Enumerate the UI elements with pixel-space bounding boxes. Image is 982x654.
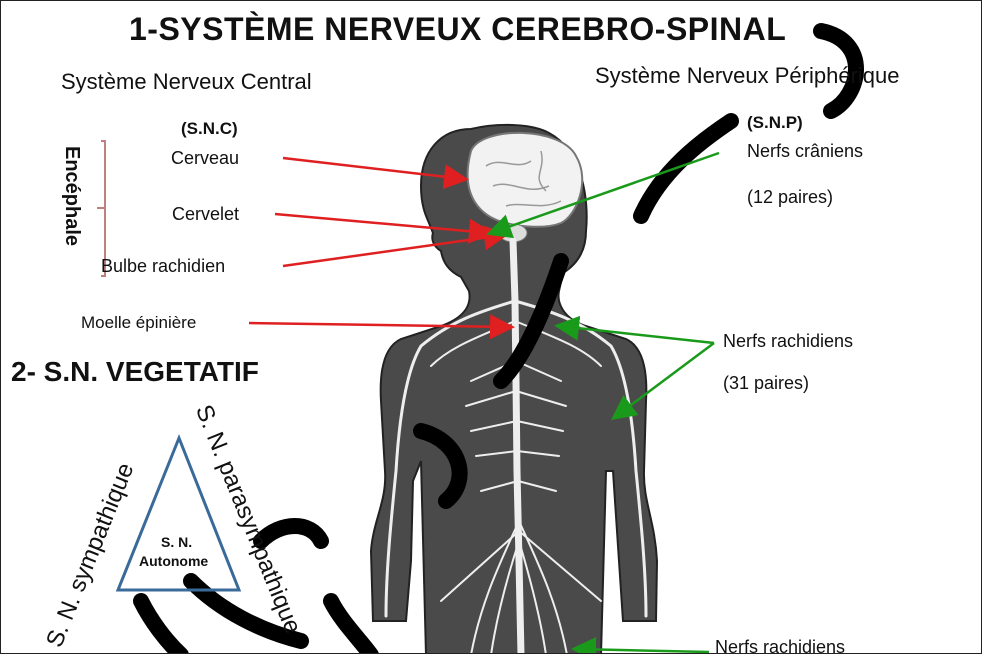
- triangle-center-line2: Autonome: [139, 553, 208, 569]
- cranial-nerves-label: Nerfs crâniens: [747, 141, 863, 162]
- cranial-nerves-count: (12 paires): [747, 187, 833, 208]
- spinal-nerves-count: (31 paires): [723, 373, 809, 394]
- part-bulbe: Bulbe rachidien: [101, 256, 225, 277]
- part-moelle: Moelle épinière: [81, 313, 196, 333]
- central-abbr: (S.N.C): [181, 119, 238, 139]
- central-heading: Système Nerveux Central: [61, 69, 312, 95]
- triangle-center-line1: S. N.: [161, 534, 192, 550]
- spinal-nerves-lower-label: Nerfs rachidiens: [715, 637, 845, 654]
- part-cerveau: Cerveau: [171, 148, 239, 169]
- peripheral-heading: Système Nerveux Périphérique: [595, 63, 899, 89]
- peripheral-abbr: (S.N.P): [747, 113, 803, 133]
- spinal-nerves-label: Nerfs rachidiens: [723, 331, 853, 352]
- part-cervelet: Cervelet: [172, 204, 239, 225]
- vegetatif-heading: 2- S.N. VEGETATIF: [11, 356, 259, 388]
- encephale-label: Encéphale: [60, 146, 83, 246]
- page-title: 1-SYSTÈME NERVEUX CEREBRO-SPINAL: [129, 11, 786, 48]
